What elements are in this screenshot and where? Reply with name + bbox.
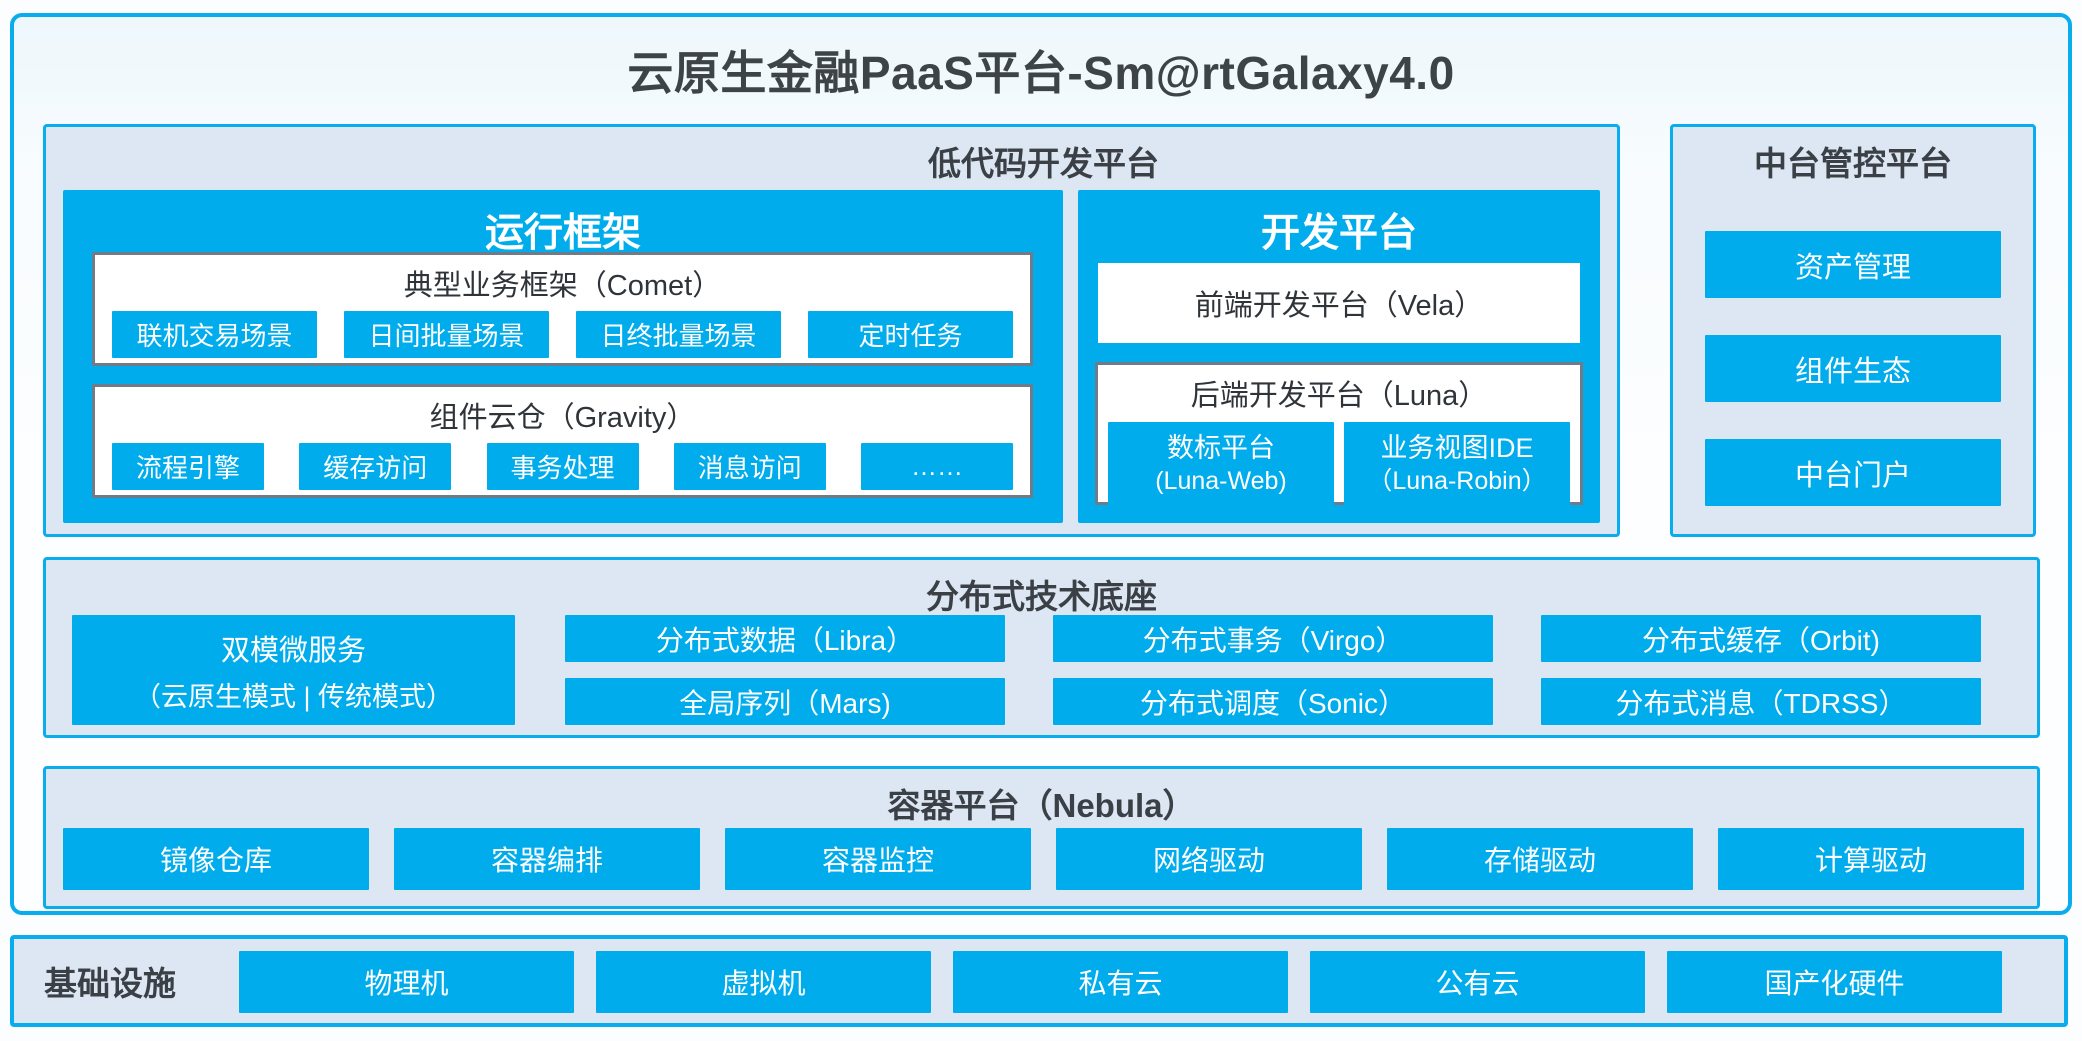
dist-panel-title: 分布式技术底座 (926, 578, 1157, 615)
dual-mode-microservice-block: 双模微服务 （云原生模式 | 传统模式） (72, 615, 515, 725)
container-item: 镜像仓库 (63, 828, 369, 890)
infrastructure-item: 国产化硬件 (1667, 951, 2002, 1013)
gravity-items-row: 流程引擎 缓存访问 事务处理 消息访问 …… (95, 436, 1030, 490)
luna-item: 数标平台 (Luna-Web) (1108, 422, 1334, 506)
comet-item: 日终批量场景 (576, 311, 781, 358)
mid-item: 中台门户 (1705, 439, 2001, 506)
container-item: 容器编排 (394, 828, 700, 890)
luna-item-code: （Luna-Robin） (1367, 467, 1547, 496)
luna-box-title: 后端开发平台（Luna） (1190, 380, 1488, 412)
luna-item-name: 业务视图IDE (1380, 432, 1534, 463)
container-item: 存储驱动 (1387, 828, 1693, 890)
infrastructure-item: 物理机 (239, 951, 574, 1013)
lowcode-panel-title: 低代码开发平台 (928, 145, 1159, 182)
mid-items-column: 资产管理 组件生态 中台门户 (1705, 231, 2001, 506)
gravity-item: 事务处理 (486, 443, 639, 490)
dist-items-grid: 分布式数据（Libra） 分布式事务（Virgo） 分布式缓存（Orbit) 全… (565, 615, 1981, 725)
mid-panel-title: 中台管控平台 (1754, 145, 1952, 182)
gravity-item-ellipsis: …… (861, 443, 1013, 490)
panel-infrastructure: 基础设施 物理机 虚拟机 私有云 公有云 国产化硬件 (10, 935, 2068, 1027)
container-item: 网络驱动 (1056, 828, 1362, 890)
dual-mode-line1: 双模微服务 (220, 634, 366, 667)
dev-platform-block: 开发平台 前端开发平台（Vela） 后端开发平台（Luna） 数标平台 (Lun… (1078, 190, 1600, 523)
panel-mid-platform-management: 中台管控平台 资产管理 组件生态 中台门户 (1670, 124, 2036, 537)
dist-item: 分布式调度（Sonic） (1053, 678, 1493, 725)
dev-platform-title: 开发平台 (1260, 212, 1417, 255)
panel-distributed-tech-base: 分布式技术底座 双模微服务 （云原生模式 | 传统模式） 分布式数据（Libra… (43, 557, 2040, 738)
container-item: 容器监控 (725, 828, 1031, 890)
mid-item: 资产管理 (1705, 231, 2001, 298)
dual-mode-line2: （云原生模式 | 传统模式） (133, 681, 454, 712)
gravity-box: 组件云仓（Gravity） 流程引擎 缓存访问 事务处理 消息访问 …… (92, 384, 1033, 498)
infrastructure-item: 虚拟机 (596, 951, 931, 1013)
luna-box: 后端开发平台（Luna） 数标平台 (Luna-Web) 业务视图IDE （Lu… (1095, 362, 1583, 506)
mid-item: 组件生态 (1705, 335, 2001, 402)
container-items-row: 镜像仓库 容器编排 容器监控 网络驱动 存储驱动 计算驱动 (63, 828, 2024, 890)
container-item: 计算驱动 (1718, 828, 2024, 890)
infrastructure-items-row: 物理机 虚拟机 私有云 公有云 国产化硬件 (239, 951, 2002, 1013)
luna-item-name: 数标平台 (1167, 432, 1275, 463)
gravity-item: 流程引擎 (112, 443, 264, 490)
infrastructure-item: 私有云 (953, 951, 1288, 1013)
runtime-framework-block: 运行框架 典型业务框架（Comet） 联机交易场景 日间批量场景 日终批量场景 … (63, 190, 1063, 523)
dist-item: 分布式事务（Virgo） (1053, 615, 1493, 662)
dist-item: 分布式数据（Libra） (565, 615, 1005, 662)
gravity-item: 缓存访问 (299, 443, 452, 490)
comet-box-title: 典型业务框架（Comet） (403, 270, 722, 302)
panel-lowcode-dev-platform: 低代码开发平台 运行框架 典型业务框架（Comet） 联机交易场景 日间批量场景… (43, 124, 1620, 537)
comet-item: 联机交易场景 (112, 311, 317, 358)
dist-item: 分布式消息（TDRSS） (1541, 678, 1981, 725)
dist-item: 全局序列（Mars) (565, 678, 1005, 725)
infrastructure-item: 公有云 (1310, 951, 1645, 1013)
vela-box: 前端开发平台（Vela） (1098, 263, 1580, 343)
comet-box: 典型业务框架（Comet） 联机交易场景 日间批量场景 日终批量场景 定时任务 (92, 252, 1033, 366)
comet-item: 定时任务 (808, 311, 1013, 358)
diagram-title: 云原生金融PaaS平台-Sm@rtGalaxy4.0 (627, 47, 1455, 99)
runtime-framework-title: 运行框架 (484, 212, 641, 255)
panel-container-platform: 容器平台（Nebula） 镜像仓库 容器编排 容器监控 网络驱动 存储驱动 计算… (43, 766, 2040, 909)
gravity-item: 消息访问 (673, 443, 826, 490)
dist-item: 分布式缓存（Orbit) (1541, 615, 1981, 662)
comet-items-row: 联机交易场景 日间批量场景 日终批量场景 定时任务 (95, 304, 1030, 358)
luna-item-code: (Luna-Web) (1155, 467, 1287, 496)
container-panel-title: 容器平台（Nebula） (887, 787, 1196, 824)
gravity-box-title: 组件云仓（Gravity） (429, 402, 696, 434)
luna-item: 业务视图IDE （Luna-Robin） (1344, 422, 1570, 506)
comet-item: 日间批量场景 (344, 311, 549, 358)
infrastructure-label: 基础设施 (44, 965, 176, 1002)
luna-items-row: 数标平台 (Luna-Web) 业务视图IDE （Luna-Robin） (1098, 414, 1580, 506)
